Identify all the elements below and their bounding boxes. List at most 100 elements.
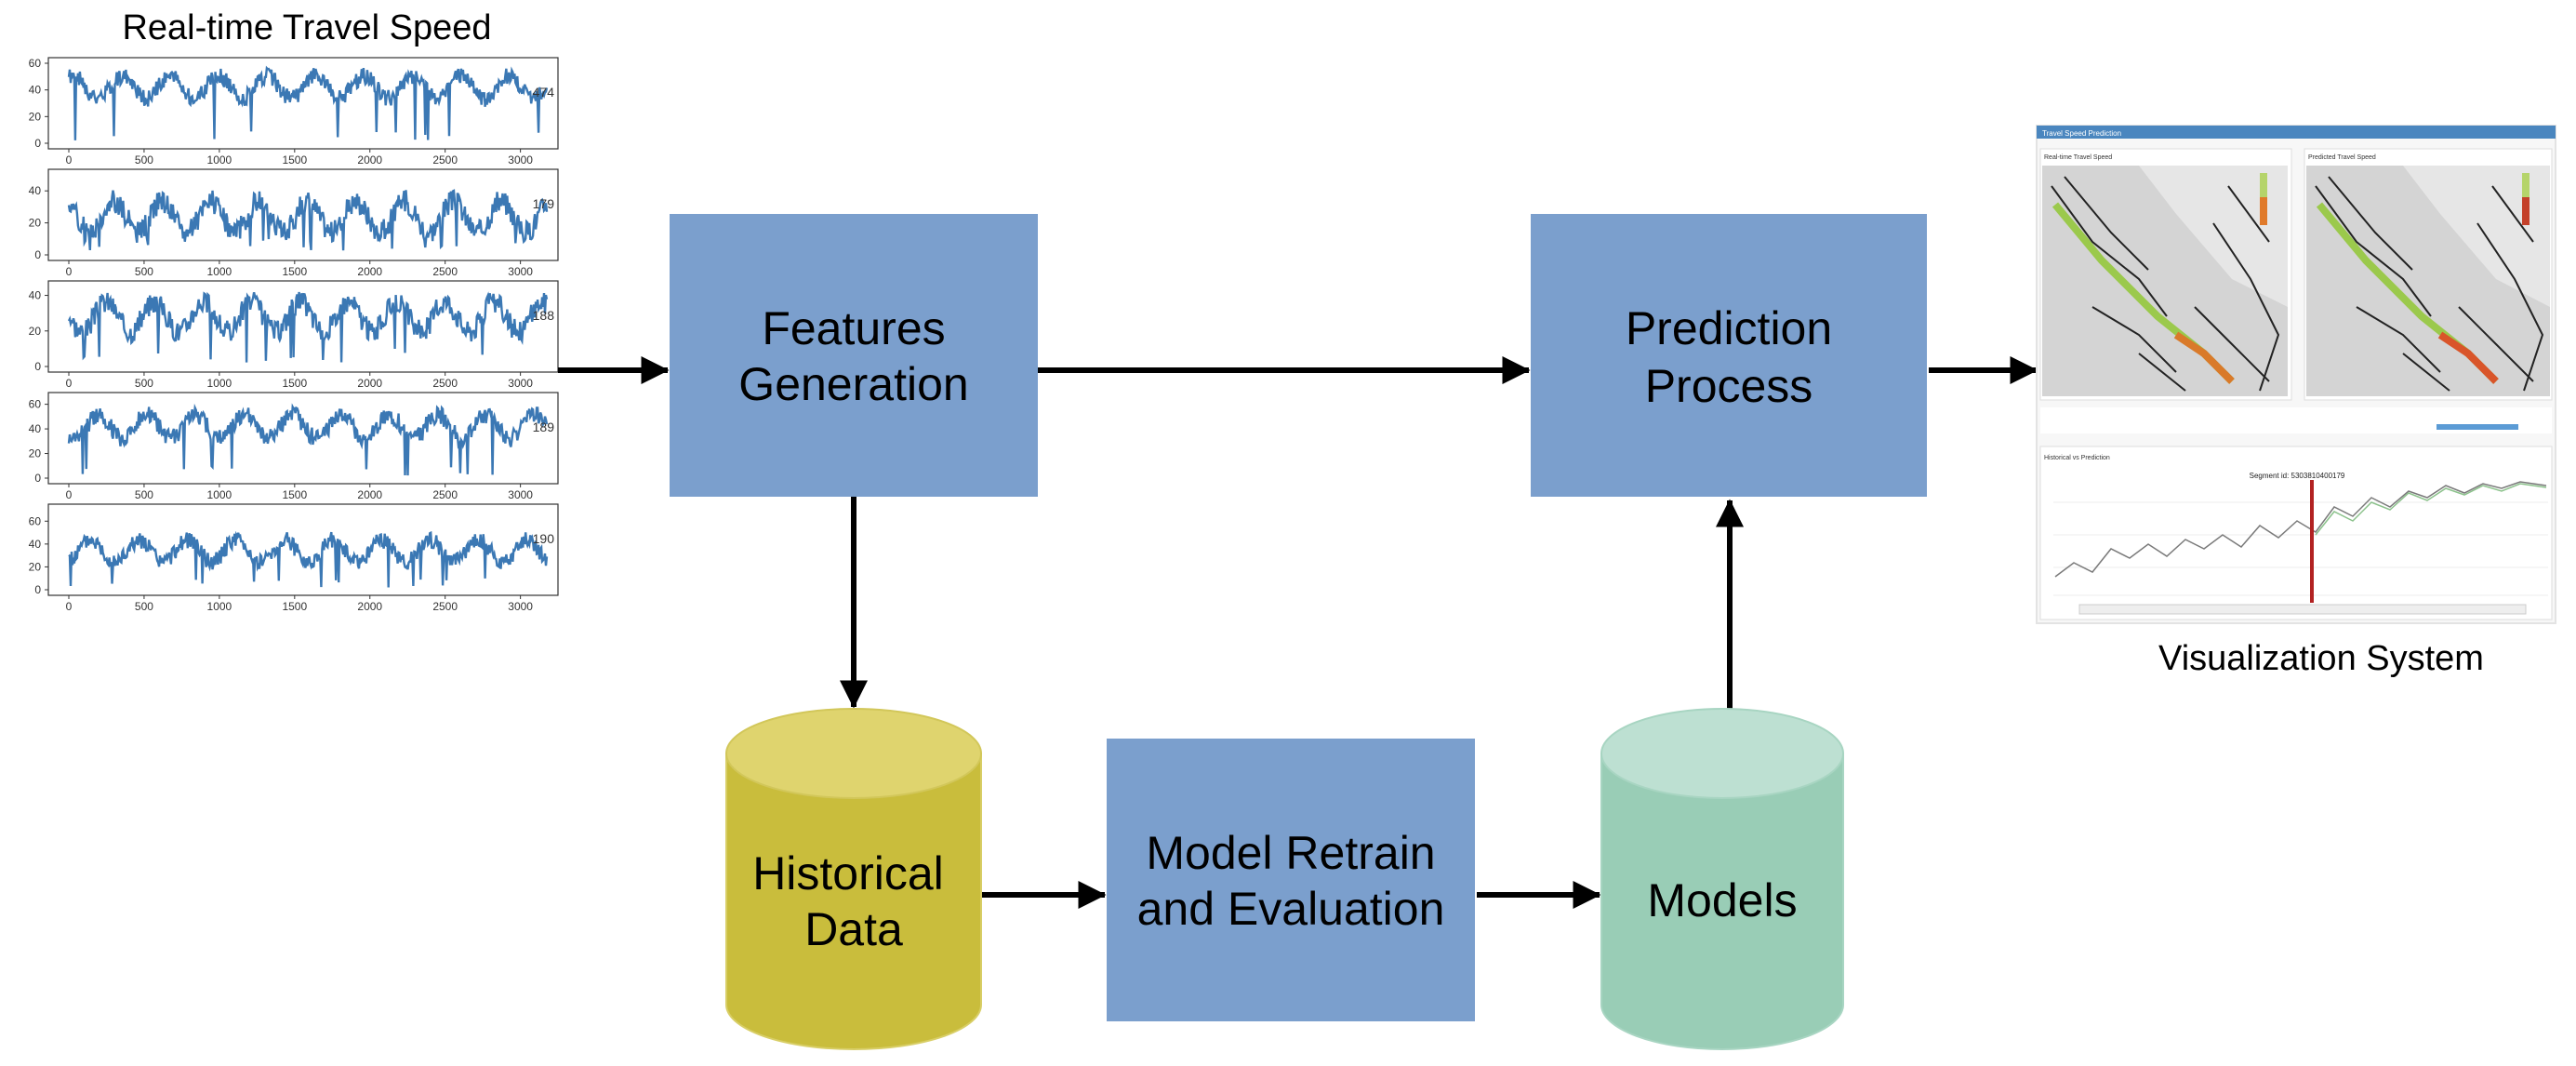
models-body xyxy=(1600,753,1844,1050)
segment-label: 189 xyxy=(533,420,555,434)
vis-chart-real-line xyxy=(2054,481,2547,578)
subplot-y-tick: 20 xyxy=(29,447,42,460)
segment-label: 179 xyxy=(533,196,555,211)
subplot-x-tick: 1000 xyxy=(207,265,232,278)
historical-data-body xyxy=(725,753,982,1050)
subplot-y-tick: 40 xyxy=(29,289,42,302)
vis-map-left: Real-time Travel Speed xyxy=(2039,148,2292,401)
models-cylinder: Models xyxy=(1600,708,1844,1050)
subplot-y-tick: 60 xyxy=(29,398,42,411)
speed-series-line xyxy=(67,65,549,140)
vis-chart-title: Historical vs Prediction xyxy=(2044,455,2110,461)
model-retrain-label-1: Model Retrain xyxy=(1146,827,1435,879)
prediction-process-label-2: Process xyxy=(1645,360,1813,412)
vis-chart-navigator xyxy=(2078,604,2527,615)
speed-series-line xyxy=(68,530,549,588)
vis-map-right-legend xyxy=(2522,173,2530,225)
speed-series-line xyxy=(67,291,549,363)
visualization-caption: Visualization System xyxy=(2158,639,2484,678)
subplot-x-tick: 2500 xyxy=(432,488,458,501)
vis-segment-label: Segment id: 5303810400179 xyxy=(2250,472,2345,480)
prediction-process-label-1: Prediction xyxy=(1626,302,1832,354)
subplot-y-tick: 40 xyxy=(29,184,42,197)
subplot-x-tick: 500 xyxy=(135,265,153,278)
historical-data-label-1: Historical xyxy=(752,847,944,899)
subplot-y-tick: 40 xyxy=(29,84,42,97)
subplot-x-tick: 2500 xyxy=(432,153,458,167)
subplot-y-tick: 20 xyxy=(29,560,42,573)
subplot-x-tick: 1500 xyxy=(282,265,307,278)
subplot-x-tick: 2500 xyxy=(432,600,458,613)
subplot-x-tick: 3000 xyxy=(508,600,533,613)
subplot-y-tick: 0 xyxy=(34,137,41,150)
subplot-x-tick: 0 xyxy=(66,377,73,390)
subplot-x-tick: 500 xyxy=(135,153,153,167)
subplot-x-tick: 1000 xyxy=(207,488,232,501)
speed-subplot: 0 20 40 0 500 1000 1500 2000 2500 3000 179 xyxy=(29,168,559,278)
features-generation-label-1: Features xyxy=(762,302,945,354)
subplot-x-tick: 500 xyxy=(135,377,153,390)
subplot-x-tick: 2500 xyxy=(432,377,458,390)
models-label: Models xyxy=(1647,874,1797,926)
prediction-process-box: Prediction Process xyxy=(1531,214,1927,497)
subplot-y-tick: 0 xyxy=(34,583,41,596)
subplot-x-tick: 0 xyxy=(66,488,73,501)
prediction-process-rect xyxy=(1531,214,1927,497)
subplot-x-tick: 2000 xyxy=(357,265,382,278)
subplot-x-tick: 3000 xyxy=(508,377,533,390)
historical-data-cylinder: Historical Data xyxy=(725,708,982,1050)
subplot-x-tick: 2000 xyxy=(357,488,382,501)
subplot-x-tick: 1500 xyxy=(282,600,307,613)
subplot-x-tick: 2000 xyxy=(357,153,382,167)
subplot-x-tick: 0 xyxy=(66,600,73,613)
model-retrain-box: Model Retrain and Evaluation xyxy=(1107,739,1475,1021)
visualization-system: Travel Speed Prediction Real-time Travel… xyxy=(2036,125,2556,678)
subplot-y-tick: 20 xyxy=(29,325,42,338)
subplot-y-tick: 60 xyxy=(29,514,42,527)
features-generation-rect xyxy=(670,214,1038,497)
speed-series-line xyxy=(67,403,549,476)
vis-map-left-legend xyxy=(2260,173,2267,225)
subplot-x-tick: 3000 xyxy=(508,265,533,278)
historical-data-label-2: Data xyxy=(804,903,903,955)
subplot-y-tick: 20 xyxy=(29,217,42,230)
model-retrain-label-2: and Evaluation xyxy=(1137,883,1445,935)
subplot-x-tick: 0 xyxy=(66,265,73,278)
subplot-y-tick: 0 xyxy=(34,360,41,373)
subplot-x-tick: 1000 xyxy=(207,153,232,167)
subplot-x-tick: 2500 xyxy=(432,265,458,278)
subplot-x-tick: 500 xyxy=(135,600,153,613)
subplot-x-tick: 1500 xyxy=(282,377,307,390)
features-generation-box: Features Generation xyxy=(670,214,1038,497)
subplot-frame xyxy=(47,503,559,596)
subplot-frame xyxy=(47,392,559,485)
subplot-y-tick: 0 xyxy=(34,472,41,485)
subplot-x-tick: 0 xyxy=(66,153,73,167)
subplot-x-tick: 3000 xyxy=(508,153,533,167)
segment-label: 190 xyxy=(533,531,555,546)
subplot-x-tick: 2000 xyxy=(357,600,382,613)
subplot-x-tick: 1500 xyxy=(282,488,307,501)
subplot-y-tick: 0 xyxy=(34,248,41,261)
speed-series-line xyxy=(67,189,549,251)
arrows xyxy=(558,356,2038,909)
subplot-x-tick: 1000 xyxy=(207,377,232,390)
vis-slider xyxy=(2437,424,2518,430)
segment-label: 188 xyxy=(533,308,555,323)
subplot-x-tick: 1500 xyxy=(282,153,307,167)
historical-data-top xyxy=(725,708,982,799)
vis-header-bar xyxy=(2037,126,2556,139)
features-generation-label-2: Generation xyxy=(738,358,968,410)
vis-map-right: Predicted Travel Speed xyxy=(2304,148,2553,401)
subplot-y-tick: 40 xyxy=(29,538,42,551)
subplot-y-tick: 40 xyxy=(29,422,42,435)
vis-map-right-title: Predicted Travel Speed xyxy=(2308,154,2376,161)
model-retrain-rect xyxy=(1107,739,1475,1021)
